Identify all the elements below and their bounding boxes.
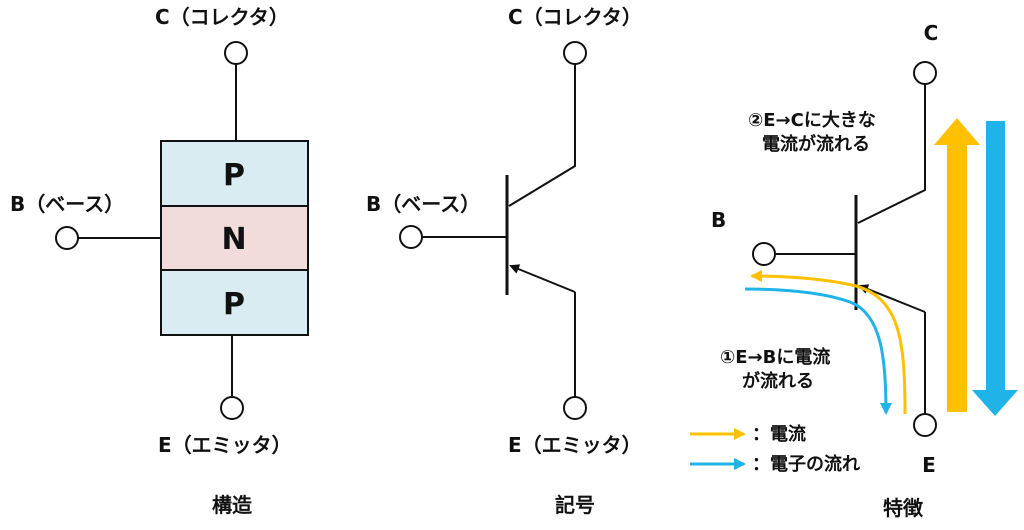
char-base-label: B (711, 208, 726, 232)
structure-emitter-terminal (220, 396, 244, 420)
structure-base-terminal (55, 226, 79, 250)
char-collector-electron-arrow (972, 121, 1018, 416)
structure-panel: C（コレクタ） P N P B（ベース） E（エミッタ） 構造 (10, 5, 309, 517)
structure-base-label: B（ベース） (10, 192, 124, 216)
char-base-current-path (750, 270, 907, 415)
char-collector-label: C (924, 21, 939, 45)
structure-caption: 構造 (212, 493, 253, 517)
char-note-ec-line2: 電流が流れる (762, 133, 870, 155)
char-collector-lead (857, 84, 926, 224)
symbol-base-label: B（ベース） (366, 192, 480, 216)
char-caption: 特徴 (883, 496, 924, 520)
structure-n-layer (160, 205, 309, 271)
char-note-eb-line1: ①E→Bに電流 (720, 346, 830, 368)
char-note-eb-line2: が流れる (742, 370, 814, 392)
structure-collector-terminal (224, 41, 248, 65)
symbol-caption: 記号 (555, 493, 595, 517)
char-collector-current-arrow (934, 118, 980, 412)
structure-emitter-label: E（エミッタ） (158, 433, 292, 457)
char-emitter-arrow (858, 284, 926, 313)
symbol-base-terminal (399, 225, 423, 249)
legend-current-label: ：電流 (752, 423, 806, 445)
symbol-emitter-label: E（エミッタ） (508, 433, 642, 457)
char-base-electron-path (744, 287, 892, 415)
symbol-panel: C（コレクタ） B（ベース） E（エミッタ） 記号 (366, 5, 642, 517)
symbol-emitter-terminal (563, 396, 587, 420)
symbol-emitter-arrow (509, 264, 576, 293)
structure-layer-bottom-label: P (223, 287, 245, 322)
char-base-terminal (752, 242, 776, 266)
legend-electron-label: ：電子の流れ (752, 453, 860, 475)
characteristics-panel: C ②E→Cに大きな 電流が流れる B E ①E→Bに電流 が流れる ：電流 ：… (690, 21, 1018, 520)
char-collector-terminal (913, 61, 937, 85)
char-emitter-terminal (913, 413, 937, 437)
symbol-collector-label: C（コレクタ） (508, 5, 642, 29)
symbol-collector-lead (508, 64, 576, 207)
structure-p-layer-bottom (160, 269, 309, 336)
char-emitter-label: E (922, 453, 936, 477)
structure-collector-label: C（コレクタ） (155, 5, 289, 29)
char-note-ec-line1: ②E→Cに大きな (748, 109, 876, 131)
structure-layer-middle-label: N (221, 222, 246, 257)
structure-layer-top-label: P (223, 158, 245, 193)
symbol-collector-terminal (563, 41, 587, 65)
